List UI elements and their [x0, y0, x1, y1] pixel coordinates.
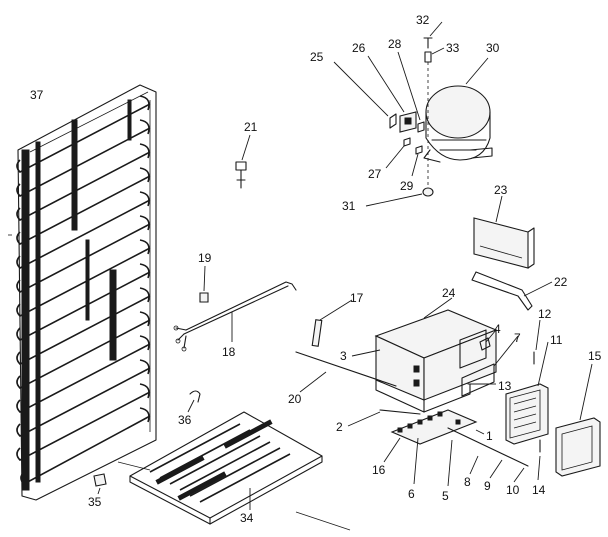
callout-labels: 37 21 19 18 36 35 34 25 26 28 32 33 30 2… [30, 13, 602, 525]
callout-18: 18 [222, 345, 236, 359]
part-23-panel [473, 195, 535, 269]
callout-28: 28 [388, 37, 402, 51]
callout-32: 32 [416, 13, 430, 27]
callout-34: 34 [240, 511, 254, 525]
callout-26: 26 [352, 41, 366, 55]
part-19-connector [199, 265, 209, 303]
part-33-spacer [424, 47, 445, 63]
part-35-grommet [93, 473, 107, 495]
callout-33: 33 [446, 41, 460, 55]
part-26-relay [367, 55, 417, 133]
callout-37: 37 [30, 88, 44, 102]
part-31-grommet [365, 187, 434, 207]
part-24-housing [374, 297, 498, 413]
callout-9: 9 [484, 479, 491, 493]
part-5-screw [447, 439, 453, 487]
part-21-clip [235, 134, 251, 189]
callout-10: 10 [506, 483, 520, 497]
callout-21: 21 [244, 120, 258, 134]
part-28-overload [397, 51, 425, 133]
callout-31: 31 [342, 199, 356, 213]
part-20-rod [295, 351, 397, 393]
part-8-clip [469, 455, 479, 475]
part-29-clip [411, 145, 423, 177]
part-34-evaporator-tray [117, 411, 351, 531]
callout-8: 8 [464, 475, 471, 489]
part-17-sensor [311, 299, 353, 347]
part-16-mold [383, 409, 478, 463]
callout-19: 19 [198, 251, 212, 265]
callout-23: 23 [494, 183, 508, 197]
callout-6: 6 [408, 487, 415, 501]
callout-17: 17 [350, 291, 364, 305]
part-7-bracket [461, 335, 519, 397]
callout-14: 14 [532, 483, 546, 497]
callout-13: 13 [498, 379, 512, 393]
part-9-bail [489, 459, 503, 479]
callout-16: 16 [372, 463, 386, 477]
callout-5: 5 [442, 489, 449, 503]
callout-11: 11 [550, 333, 563, 347]
part-6-screw [413, 437, 419, 485]
callout-3: 3 [340, 349, 347, 363]
part-18-harness [173, 281, 297, 352]
callout-29: 29 [400, 179, 414, 193]
part-1-arm [447, 427, 529, 467]
callout-4: 4 [494, 322, 501, 336]
part-14-screw [537, 439, 541, 481]
callout-7: 7 [514, 331, 521, 345]
part-11-control-module [505, 341, 549, 445]
callout-20: 20 [288, 392, 302, 406]
callout-1: 1 [486, 429, 493, 443]
callout-36: 36 [178, 413, 192, 427]
callout-25: 25 [310, 50, 324, 64]
part-22-duct [471, 271, 553, 311]
part-15-cover [555, 363, 601, 477]
callout-12: 12 [538, 307, 552, 321]
part-27-clip [385, 137, 411, 169]
part-32-screw [423, 21, 443, 49]
part-36-clip [187, 390, 201, 413]
condenser-coil [8, 84, 157, 501]
part-3-label-line [351, 349, 381, 357]
part-4-cap [479, 329, 497, 351]
part-12-screw [533, 319, 541, 365]
part-25-bracket [333, 61, 397, 129]
callout-2: 2 [336, 420, 343, 434]
callout-27: 27 [368, 167, 382, 181]
callout-15: 15 [588, 349, 602, 363]
callout-35: 35 [88, 495, 102, 509]
callout-24: 24 [442, 286, 456, 300]
callout-30: 30 [486, 41, 500, 55]
callout-22: 22 [554, 275, 568, 289]
part-10-rod [513, 467, 525, 483]
part-2-tube [347, 409, 421, 427]
part-30-compressor [423, 57, 493, 163]
